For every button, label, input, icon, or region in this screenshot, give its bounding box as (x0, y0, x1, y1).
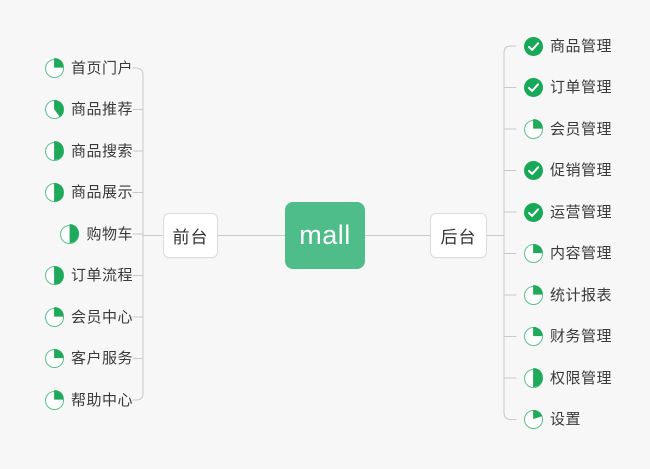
check-circle-icon (524, 161, 543, 180)
pie-icon (44, 99, 64, 119)
leaf-node[interactable]: 订单流程 (44, 264, 133, 288)
progress-wedge (533, 119, 543, 129)
pie-icon (524, 119, 543, 139)
pie-icon (44, 265, 64, 285)
leaf-node[interactable]: 内容管理 (524, 242, 612, 266)
pie-icon (60, 224, 80, 244)
leaf-node-label: 商品推荐 (70, 101, 133, 118)
leaf-node-label: 内容管理 (550, 245, 613, 262)
progress-wedge (54, 182, 64, 202)
leaf-node-label: 会员中心 (70, 308, 133, 326)
leaf-node-label: 促销管理 (550, 162, 613, 179)
leaf-node-label: 会员管理 (550, 120, 613, 138)
leaf-node-label: 设置 (550, 411, 582, 428)
pie-icon (44, 141, 64, 161)
leaf-node-label: 帮助中心 (70, 391, 133, 409)
leaf-node[interactable]: 权限管理 (524, 366, 612, 390)
progress-wedge (54, 141, 64, 161)
leaf-node[interactable]: 商品搜索 (44, 139, 133, 163)
leaf-node[interactable]: 首页门户 (44, 56, 133, 80)
pie-icon (524, 368, 543, 388)
leaf-node-label: 统计报表 (550, 286, 613, 304)
leaf-node-label: 运营管理 (550, 203, 613, 221)
branch-node-frontend[interactable]: 前台 (163, 213, 218, 258)
progress-wedge (69, 224, 80, 244)
pie-icon (524, 285, 543, 305)
leaf-node-label: 商品管理 (550, 37, 613, 55)
pie-icon (524, 243, 543, 263)
leaf-node-label: 商品搜索 (70, 142, 133, 160)
leaf-node-label: 购物车 (86, 225, 133, 243)
leaf-node[interactable]: 商品管理 (524, 34, 612, 58)
leaf-node-label: 首页门户 (70, 59, 133, 77)
leaf-node-label: 订单流程 (70, 267, 133, 284)
leaf-node[interactable]: 财务管理 (524, 325, 612, 349)
leaf-node[interactable]: 会员管理 (524, 117, 612, 141)
progress-wedge (54, 307, 64, 317)
leaf-node[interactable]: 运营管理 (524, 200, 612, 224)
progress-wedge (54, 390, 64, 400)
progress-wedge (533, 243, 543, 254)
leaf-node[interactable]: 商品展示 (44, 181, 133, 205)
progress-wedge (54, 99, 64, 119)
progress-wedge (533, 409, 543, 420)
leaf-node[interactable]: 客户服务 (44, 347, 133, 371)
leaf-node[interactable]: 商品推荐 (44, 98, 133, 122)
pie-icon (524, 409, 543, 429)
leaf-node[interactable]: 会员中心 (44, 305, 133, 329)
check-circle-icon (524, 78, 543, 97)
progress-wedge (54, 58, 64, 68)
progress-wedge (533, 368, 543, 388)
branch-node-backend[interactable]: 后台 (430, 213, 487, 258)
pie-icon (44, 390, 64, 410)
leaf-node[interactable]: 帮助中心 (44, 388, 133, 412)
progress-wedge (54, 265, 64, 285)
leaf-node[interactable]: 促销管理 (524, 159, 612, 183)
leaf-node[interactable]: 统计报表 (524, 283, 612, 307)
leaf-node[interactable]: 购物车 (60, 222, 133, 246)
pie-icon (44, 307, 64, 327)
root-node-mall[interactable]: mall (285, 202, 365, 269)
progress-wedge (533, 326, 543, 337)
leaf-node-label: 订单管理 (550, 79, 613, 96)
pie-icon (44, 58, 64, 78)
pie-icon (524, 326, 543, 346)
check-circle-icon (524, 202, 543, 222)
leaf-node-label: 商品展示 (70, 184, 133, 201)
check-circle-icon (524, 36, 543, 56)
pie-icon (44, 348, 64, 368)
leaf-node-label: 客户服务 (70, 350, 133, 367)
progress-wedge (533, 285, 543, 295)
leaf-node[interactable]: 设置 (524, 408, 581, 432)
pie-icon (44, 182, 64, 202)
leaf-node[interactable]: 订单管理 (524, 76, 612, 100)
leaf-node-label: 财务管理 (550, 328, 613, 345)
progress-wedge (54, 348, 64, 359)
leaf-node-label: 权限管理 (550, 369, 613, 387)
